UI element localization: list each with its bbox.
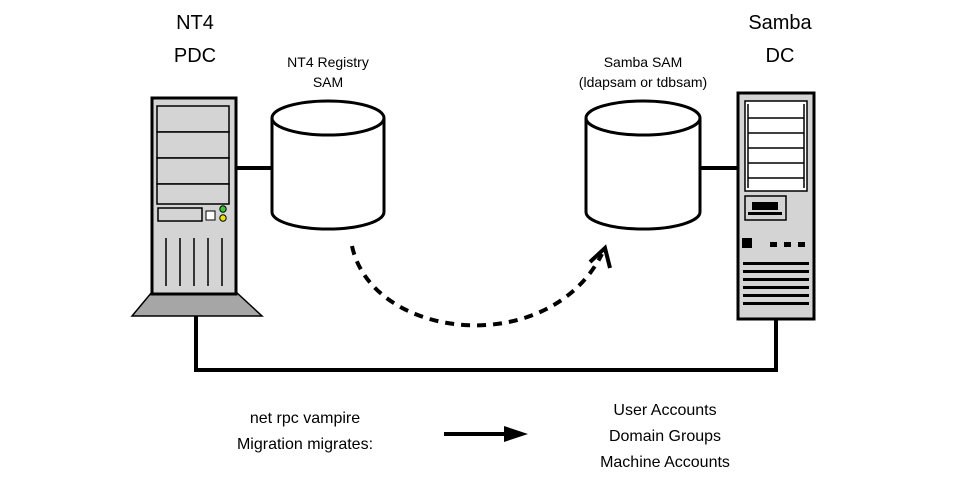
migration-arrow — [350, 245, 604, 328]
nt4-pdc-label-line1: NT4 — [176, 12, 214, 34]
floppy-slot — [157, 207, 203, 222]
drive-bay — [156, 131, 230, 159]
samba-sam-label: Samba SAM (ldapsam or tdbsam) — [563, 52, 723, 92]
migration-command-line1: net rpc vampire — [249, 410, 361, 427]
drive-bay — [156, 183, 230, 205]
network-link — [194, 298, 778, 372]
samba-sam-database-icon — [584, 99, 702, 231]
migrated-items-list: User Accounts Domain Groups Machine Acco… — [570, 398, 760, 476]
nt4-pdc-label-line2: PDC — [173, 45, 217, 67]
drive-bays — [747, 104, 805, 188]
status-led-yellow — [219, 214, 227, 222]
server-base — [130, 291, 264, 317]
migrated-item-domain-groups: Domain Groups — [608, 428, 722, 445]
migration-command-line2: Migration migrates: — [236, 436, 374, 453]
migrated-item-user-accounts: User Accounts — [613, 402, 717, 419]
migration-arrowhead — [588, 244, 612, 269]
nt4-pdc-label: NT4 PDC — [150, 7, 240, 73]
vent-lines — [165, 238, 223, 286]
migration-command-label: net rpc vampire Migration migrates: — [205, 406, 405, 458]
power-button — [205, 210, 216, 221]
nt4-pdc-server-icon — [130, 96, 264, 317]
status-led-green — [219, 205, 227, 213]
samba-dc-server-icon — [736, 91, 816, 321]
migrates-arrowhead — [504, 426, 528, 442]
samba-dc-label-line1: Samba — [748, 12, 812, 34]
nt4-db-label-line2: SAM — [312, 74, 344, 90]
nt4-registry-sam-database-icon — [270, 99, 386, 231]
samba-dc-label: Samba DC — [730, 7, 830, 73]
samba-db-label-line1: Samba SAM — [603, 54, 683, 70]
power-button — [742, 238, 752, 248]
nt4-registry-sam-label: NT4 Registry SAM — [268, 52, 388, 92]
migrated-item-machine-accounts: Machine Accounts — [600, 454, 730, 471]
drive-bay — [156, 157, 230, 185]
samba-db-label-line2: (ldapsam or tdbsam) — [578, 74, 708, 90]
drive-bay — [156, 105, 230, 133]
vent-slots — [743, 262, 809, 305]
nt4-db-label-line1: NT4 Registry — [287, 54, 369, 70]
samba-dc-label-line2: DC — [765, 45, 795, 67]
